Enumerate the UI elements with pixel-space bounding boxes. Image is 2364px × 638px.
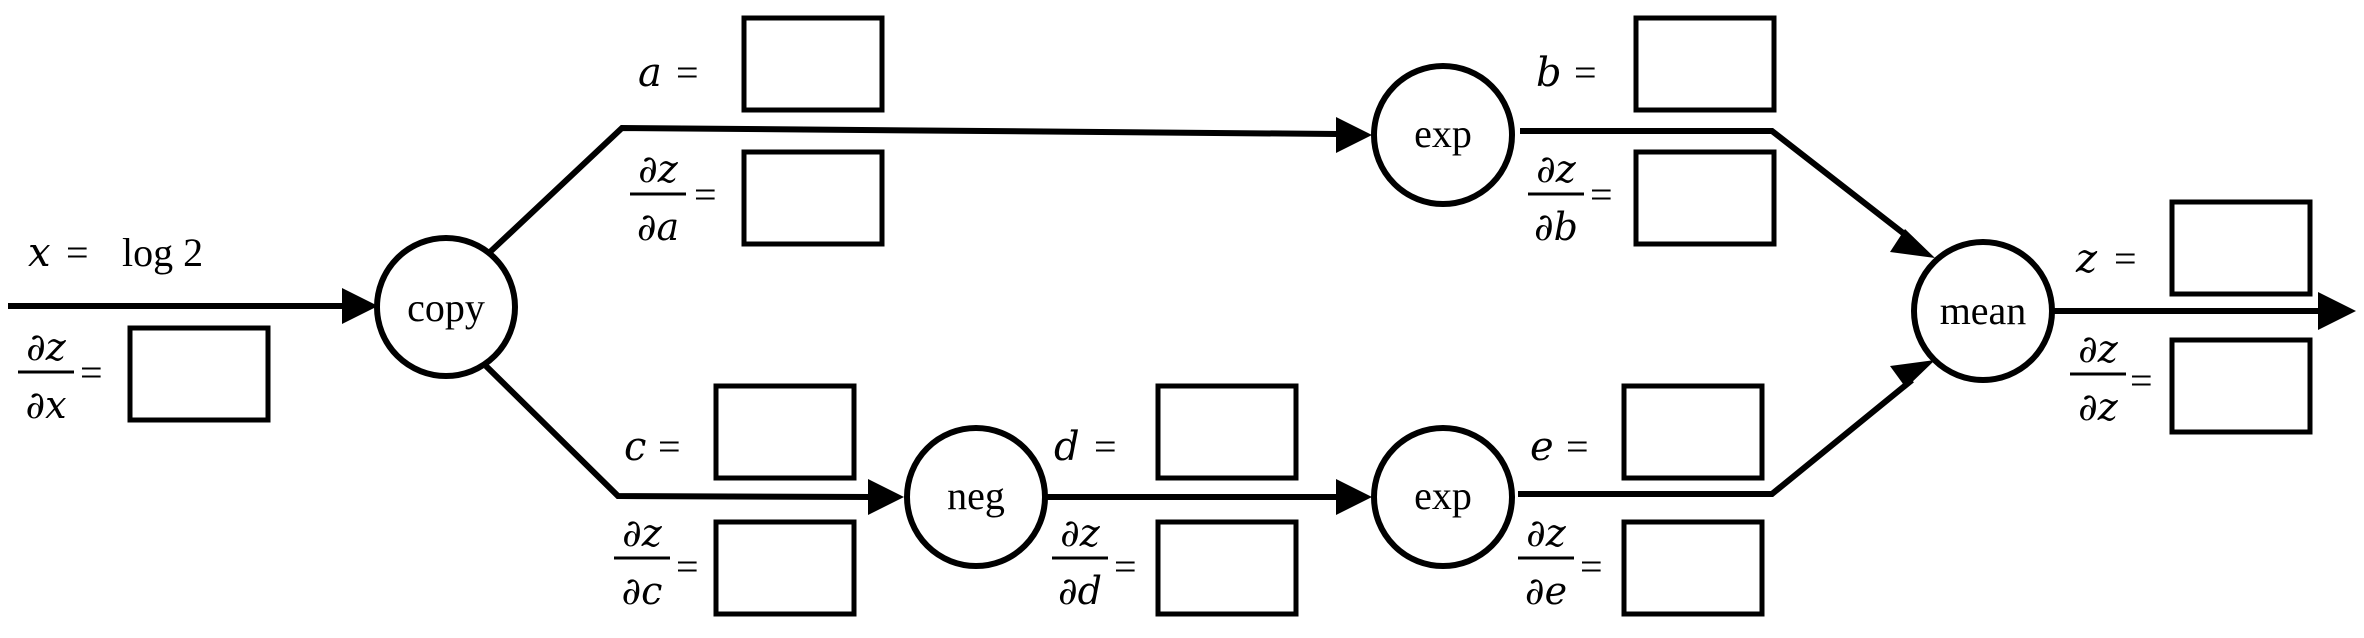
edge-e [1518, 377, 1914, 497]
variable-x: x = log 2 [28, 230, 203, 276]
arrowhead-mean-bottom [1890, 360, 1935, 388]
arrowhead-mean-top [1890, 229, 1935, 258]
gradient-a-equals: = [694, 172, 717, 217]
gradient-z-denominator: ∂z [2078, 385, 2119, 429]
gradient-x: ∂z ∂x = [18, 325, 271, 427]
node-copy: copy [374, 235, 518, 379]
variable-z-answer-box[interactable] [2169, 199, 2313, 297]
edge-a [487, 124, 1339, 255]
variable-x-equals: = [66, 230, 89, 275]
variable-z: z = [2075, 199, 2313, 297]
gradient-z-numerator: ∂z [2078, 327, 2119, 371]
variable-b-name: b [1536, 50, 1562, 96]
variable-c-name: c [624, 424, 646, 470]
variable-z-name: z [2075, 236, 2098, 282]
gradient-d: ∂z ∂d = [1052, 511, 1299, 617]
gradient-z: ∂z ∂z = [2070, 327, 2313, 435]
node-mean: mean [1911, 239, 2055, 383]
variable-c-equals: = [658, 424, 681, 469]
gradient-b-denominator: ∂b [1534, 205, 1578, 249]
gradient-d-numerator: ∂z [1060, 511, 1101, 555]
gradient-c-denominator: ∂c [622, 569, 663, 613]
variable-x-name: x [28, 230, 51, 276]
gradient-c-equals: = [676, 544, 699, 589]
edge-c [483, 363, 873, 500]
node-copy-label: copy [407, 285, 485, 330]
variable-e-answer-box[interactable] [1621, 383, 1765, 481]
variable-e: e = [1530, 383, 1765, 481]
variable-c-answer-box[interactable] [713, 383, 857, 481]
gradient-z-answer-box[interactable] [2169, 337, 2313, 435]
gradient-d-answer-box[interactable] [1155, 519, 1299, 617]
variable-d-answer-box[interactable] [1155, 383, 1299, 481]
gradient-x-equals: = [80, 350, 103, 395]
node-neg: neg [904, 425, 1048, 569]
variable-b-answer-box[interactable] [1633, 15, 1777, 113]
gradient-z-equals: = [2130, 358, 2153, 403]
arrowhead-exp-top [1336, 117, 1372, 153]
variable-e-name: e [1530, 424, 1554, 470]
gradient-e-denominator: ∂e [1525, 569, 1567, 613]
gradient-e-answer-box[interactable] [1621, 519, 1765, 617]
variable-b: b = [1536, 15, 1777, 113]
gradient-b-numerator: ∂z [1536, 147, 1577, 191]
node-neg-label: neg [947, 473, 1005, 518]
gradient-e-equals: = [1580, 544, 1603, 589]
gradient-e-numerator: ∂z [1526, 511, 1567, 555]
edge-b [1520, 128, 1914, 243]
variable-a: a = [638, 15, 885, 113]
node-exp-top: exp [1371, 63, 1515, 207]
arrowhead-neg [868, 479, 904, 515]
arrowhead-output [2318, 292, 2356, 330]
variable-x-value: log 2 [122, 230, 203, 275]
variable-b-equals: = [1574, 50, 1597, 95]
gradient-x-denominator: ∂x [25, 383, 66, 427]
node-mean-label: mean [1940, 288, 2027, 333]
variable-z-equals: = [2114, 236, 2137, 281]
gradient-d-denominator: ∂d [1058, 569, 1102, 613]
gradient-c: ∂z ∂c = [614, 511, 857, 617]
variable-a-equals: = [676, 50, 699, 95]
gradient-a-numerator: ∂z [638, 147, 679, 191]
arrowhead-copy [342, 288, 378, 324]
node-exp-bottom: exp [1371, 425, 1515, 569]
variable-a-name: a [638, 50, 662, 96]
gradient-b: ∂z ∂b = [1528, 147, 1777, 249]
gradient-b-answer-box[interactable] [1633, 149, 1777, 247]
gradient-a: ∂z ∂a = [630, 147, 885, 249]
variable-e-equals: = [1566, 424, 1589, 469]
gradient-x-answer-box[interactable] [127, 325, 271, 423]
variable-d-name: d [1054, 424, 1080, 470]
gradient-a-denominator: ∂a [637, 205, 679, 249]
gradient-x-numerator: ∂z [26, 325, 67, 369]
variable-d: d = [1054, 383, 1299, 481]
gradient-c-answer-box[interactable] [713, 519, 857, 617]
gradient-c-numerator: ∂z [622, 511, 663, 555]
node-exp-top-label: exp [1414, 111, 1472, 156]
gradient-b-equals: = [1590, 172, 1613, 217]
arrowhead-exp-bottom [1336, 479, 1372, 515]
variable-c: c = [624, 383, 857, 481]
gradient-e: ∂z ∂e = [1518, 511, 1765, 617]
gradient-a-answer-box[interactable] [741, 149, 885, 247]
node-exp-bottom-label: exp [1414, 473, 1472, 518]
variable-a-answer-box[interactable] [741, 15, 885, 113]
gradient-d-equals: = [1114, 544, 1137, 589]
variable-d-equals: = [1094, 424, 1117, 469]
